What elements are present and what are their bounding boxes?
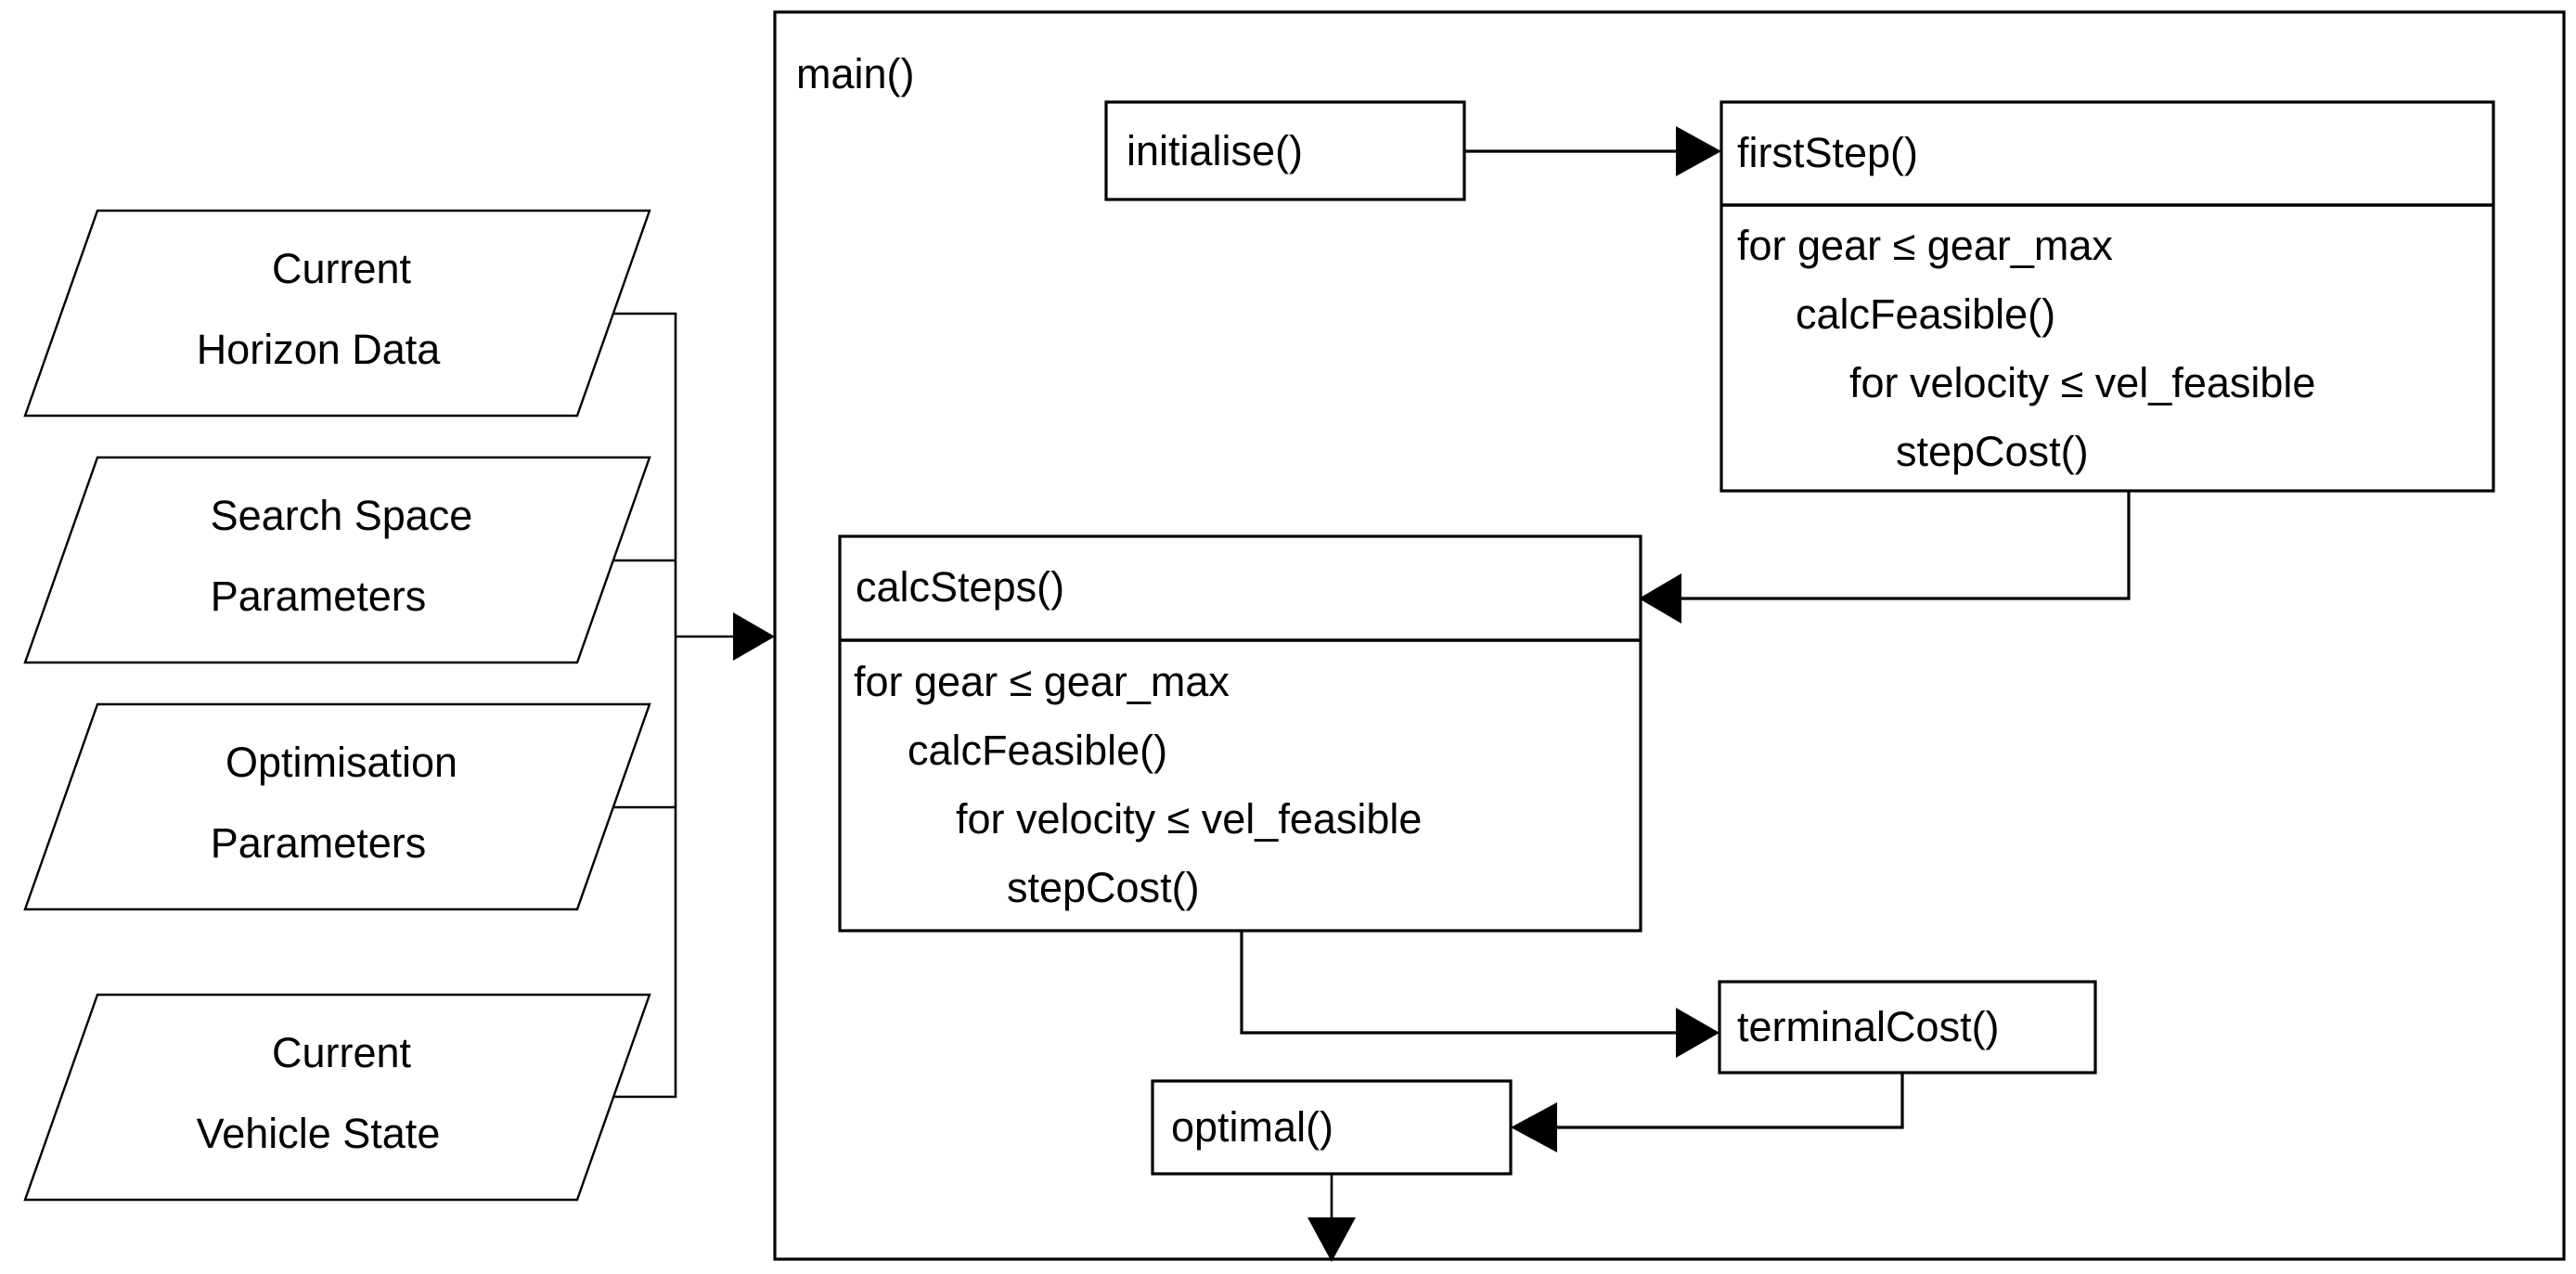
input-bus-line xyxy=(613,312,677,1099)
first-step-code-line-3: for velocity ≤ vel_feasible xyxy=(1849,359,2315,406)
first-step-code-line-1: for gear ≤ gear_max xyxy=(1737,222,2113,269)
input-label-search-space-parameters-line1: Search Space xyxy=(211,492,473,539)
input-label-current-horizon-data-line2: Horizon Data xyxy=(197,326,442,373)
node-box-first-step[interactable] xyxy=(1719,100,2495,493)
node-label-calc-steps: calcSteps() xyxy=(856,563,1064,611)
input-label-current-horizon-data-line1: Current xyxy=(272,245,412,292)
arrowhead-calcsteps-to-terminalcost xyxy=(1676,1008,1719,1058)
arrowhead-terminalcost-to-optimal xyxy=(1511,1102,1557,1152)
node-label-first-step: firstStep() xyxy=(1737,129,1918,176)
arrowhead-inputs-to-main xyxy=(733,612,775,661)
main-container-label: main() xyxy=(796,50,915,97)
connector-terminalcost-to-optimal xyxy=(1552,1073,1904,1129)
first-step-code-line-2: calcFeasible() xyxy=(1796,290,2055,338)
node-box-terminal-cost[interactable] xyxy=(1718,980,2097,1075)
arrowhead-optimal-output xyxy=(1307,1217,1356,1262)
node-label-terminal-cost: terminalCost() xyxy=(1737,1003,2000,1050)
node-box-optimal[interactable] xyxy=(1151,1079,1513,1176)
calc-steps-code-line-2: calcFeasible() xyxy=(908,727,1167,774)
input-label-optimisation-parameters-line2: Parameters xyxy=(211,819,427,867)
calc-steps-code-line-4: stepCost() xyxy=(1007,864,1200,911)
input-shape-current-horizon-data[interactable] xyxy=(23,209,651,418)
input-label-current-vehicle-state-line2: Vehicle State xyxy=(197,1110,441,1157)
input-label-current-vehicle-state-line1: Current xyxy=(272,1029,412,1076)
node-box-initialise[interactable] xyxy=(1104,100,1466,201)
arrowhead-initialise-to-firststep xyxy=(1676,126,1721,176)
input-shape-optimisation-parameters[interactable] xyxy=(23,702,651,911)
connector-firststep-to-calcsteps xyxy=(1676,491,2131,600)
first-step-code-line-4: stepCost() xyxy=(1896,428,2089,475)
input-shape-current-vehicle-state[interactable] xyxy=(23,993,651,1202)
arrowhead-firststep-to-calcsteps xyxy=(1639,573,1681,624)
input-label-optimisation-parameters-line1: Optimisation xyxy=(225,739,457,786)
node-label-initialise: initialise() xyxy=(1127,127,1303,174)
node-label-optimal: optimal() xyxy=(1171,1103,1333,1151)
connector-calcsteps-to-terminalcost xyxy=(1240,931,1681,1035)
calc-steps-code-line-3: for velocity ≤ vel_feasible xyxy=(956,795,1422,843)
input-label-search-space-parameters-line2: Parameters xyxy=(211,573,427,620)
input-shape-search-space-parameters[interactable] xyxy=(23,456,651,664)
calc-steps-code-line-1: for gear ≤ gear_max xyxy=(854,658,1230,705)
